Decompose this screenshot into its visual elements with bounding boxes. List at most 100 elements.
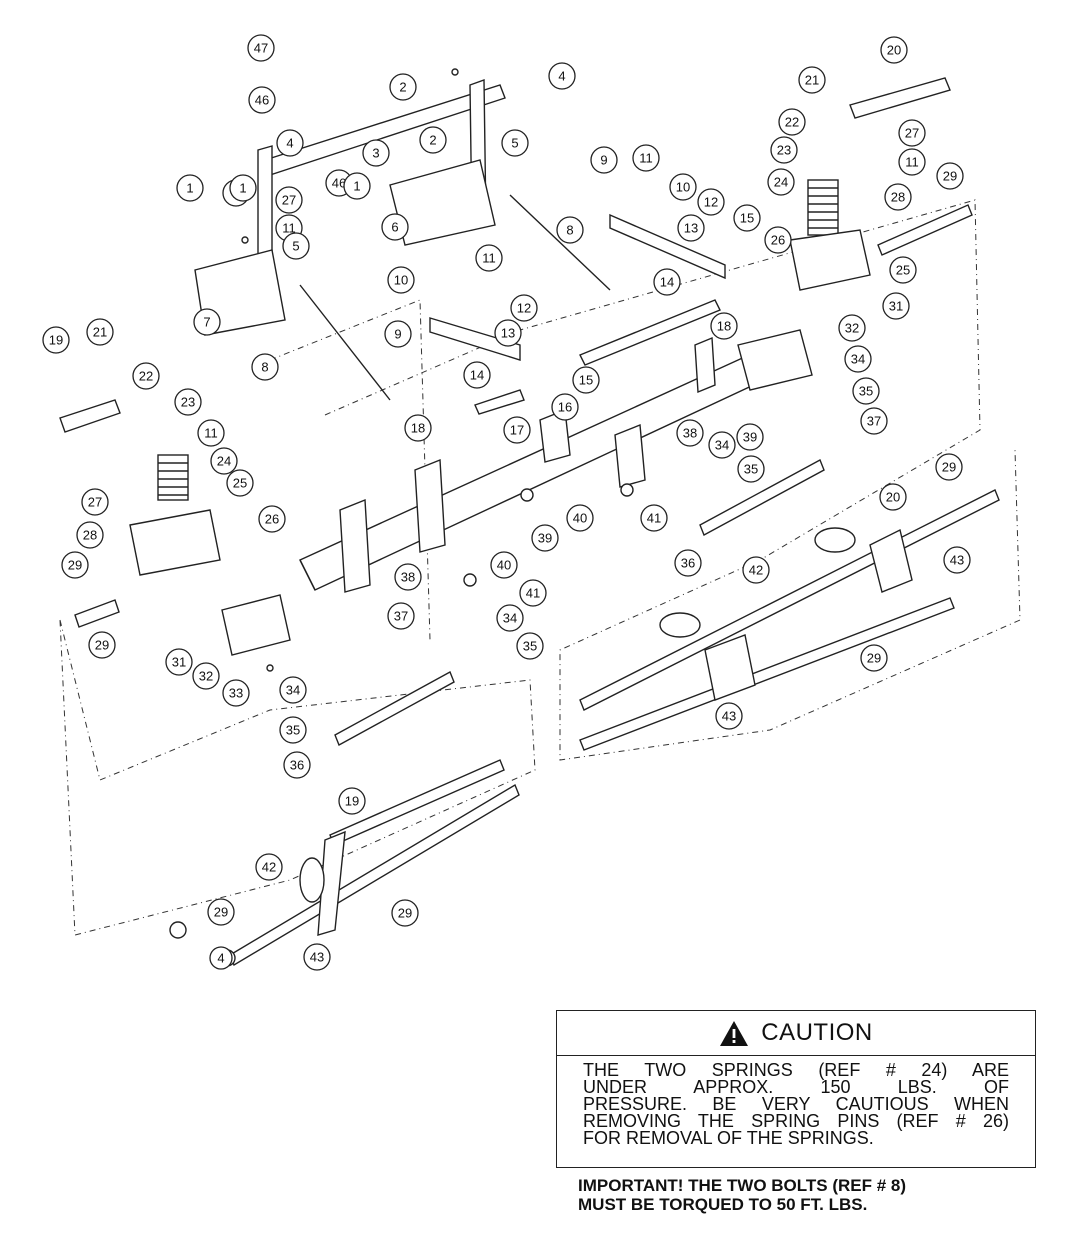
svg-text:24: 24	[774, 175, 788, 190]
svg-text:12: 12	[704, 195, 718, 210]
svg-text:11: 11	[639, 151, 653, 166]
callout-32a: 32	[838, 314, 866, 342]
caution-header: CAUTION	[557, 1011, 1035, 1056]
callout-35a: 35	[852, 377, 880, 405]
svg-text:27: 27	[905, 126, 919, 141]
callout-17: 17	[503, 416, 531, 444]
callout-31a: 31	[882, 292, 910, 320]
svg-text:36: 36	[681, 556, 695, 571]
svg-text:10: 10	[676, 180, 690, 195]
svg-text:34: 34	[503, 611, 517, 626]
callout-5b: 5	[282, 232, 310, 260]
callout-11d: 11	[475, 244, 503, 272]
callout-5a: 5	[501, 129, 529, 157]
left-post	[194, 145, 286, 336]
callout-33: 33	[222, 679, 250, 707]
svg-text:35: 35	[859, 384, 873, 399]
svg-text:5: 5	[511, 136, 518, 151]
callout-1a: 1	[176, 174, 204, 202]
callout-12a: 12	[697, 188, 725, 216]
callout-24a: 24	[767, 168, 795, 196]
svg-text:29: 29	[398, 906, 412, 921]
callout-11c: 11	[898, 148, 926, 176]
svg-text:21: 21	[805, 73, 819, 88]
svg-text:15: 15	[579, 373, 593, 388]
callout-26b: 26	[258, 505, 286, 533]
gauge-arm-lower-right	[659, 527, 913, 701]
svg-text:19: 19	[49, 333, 63, 348]
rod-14-left	[474, 389, 525, 415]
svg-text:25: 25	[233, 476, 247, 491]
callout-22b: 22	[132, 362, 160, 390]
svg-text:41: 41	[526, 586, 540, 601]
caution-text: THE TWO SPRINGS (REF # 24) ARE UNDER APP…	[557, 1056, 1035, 1147]
callout-36b: 36	[283, 751, 311, 779]
svg-text:38: 38	[401, 570, 415, 585]
svg-text:13: 13	[501, 326, 515, 341]
callout-8a: 8	[556, 216, 584, 244]
gauge-arm-lower-left	[299, 830, 346, 936]
svg-text:13: 13	[684, 221, 698, 236]
callout-3: 3	[362, 139, 390, 167]
caution-line: UNDER APPROX. 150 LBS. OF	[583, 1077, 1009, 1097]
callout-29a: 29	[61, 551, 89, 579]
callout-1b: 1	[343, 172, 371, 200]
assembly-guide-lines	[59, 199, 1021, 936]
callout-38b: 38	[394, 563, 422, 591]
callout-41b: 41	[519, 579, 547, 607]
callout-25a: 25	[889, 256, 917, 284]
svg-text:10: 10	[394, 273, 408, 288]
svg-text:21: 21	[93, 325, 107, 340]
spring-24-right	[807, 179, 839, 236]
svg-text:24: 24	[217, 454, 231, 469]
svg-text:37: 37	[394, 609, 408, 624]
callout-20b: 20	[879, 483, 907, 511]
callout-15a: 15	[733, 204, 761, 232]
svg-text:23: 23	[777, 143, 791, 158]
callout-14b: 14	[463, 361, 491, 389]
callout-32b: 32	[192, 662, 220, 690]
svg-text:46: 46	[332, 176, 346, 191]
callout-37a: 37	[860, 407, 888, 435]
callout-19a: 19	[42, 326, 70, 354]
svg-text:18: 18	[717, 319, 731, 334]
svg-text:46: 46	[255, 93, 269, 108]
callout-30a: 29	[936, 162, 964, 190]
callout-18a: 18	[710, 312, 738, 340]
caution-title: CAUTION	[761, 1019, 873, 1046]
callout-35b: 35	[737, 455, 765, 483]
svg-text:11: 11	[282, 221, 296, 236]
bolt-8-left	[299, 284, 391, 401]
svg-text:3: 3	[372, 146, 379, 161]
bar-20-top	[849, 77, 951, 119]
callout-labels: 47 2 4 20 21 46 3 2 5 22 27 4 46 27 11 2…	[42, 34, 971, 971]
svg-text:29: 29	[867, 651, 881, 666]
caution-line: THE TWO SPRINGS (REF # 24) ARE	[583, 1060, 1009, 1080]
svg-text:8: 8	[261, 360, 268, 375]
callout-41a: 41	[640, 504, 668, 532]
callout-15b: 15	[572, 366, 600, 394]
callout-13b: 13	[494, 319, 522, 347]
svg-text:14: 14	[660, 275, 674, 290]
callout-45: 46	[248, 86, 276, 114]
svg-text:29: 29	[68, 558, 82, 573]
svg-text:32: 32	[845, 321, 859, 336]
callout-27b: 27	[275, 186, 303, 214]
svg-text:40: 40	[497, 558, 511, 573]
svg-text:43: 43	[950, 553, 964, 568]
callout-20a: 20	[880, 36, 908, 64]
callout-29c: 29	[391, 899, 419, 927]
callout-29b: 29	[860, 644, 888, 672]
callout-37b: 37	[387, 602, 415, 630]
svg-text:23: 23	[181, 395, 195, 410]
exploded-parts-diagram: 47 2 4 20 21 46 3 2 5 22 27 4 46 27 11 2…	[42, 34, 1021, 971]
important-line-1: IMPORTANT! THE TWO BOLTS (REF # 8)	[578, 1176, 907, 1195]
callout-47: 47	[247, 34, 275, 62]
callout-10a: 10	[669, 173, 697, 201]
callout-40a: 40	[566, 504, 594, 532]
callout-22a: 22	[778, 108, 806, 136]
spring-24-left	[157, 454, 189, 501]
svg-text:2: 2	[429, 133, 436, 148]
arm-right	[609, 213, 726, 280]
svg-text:26: 26	[265, 512, 279, 527]
